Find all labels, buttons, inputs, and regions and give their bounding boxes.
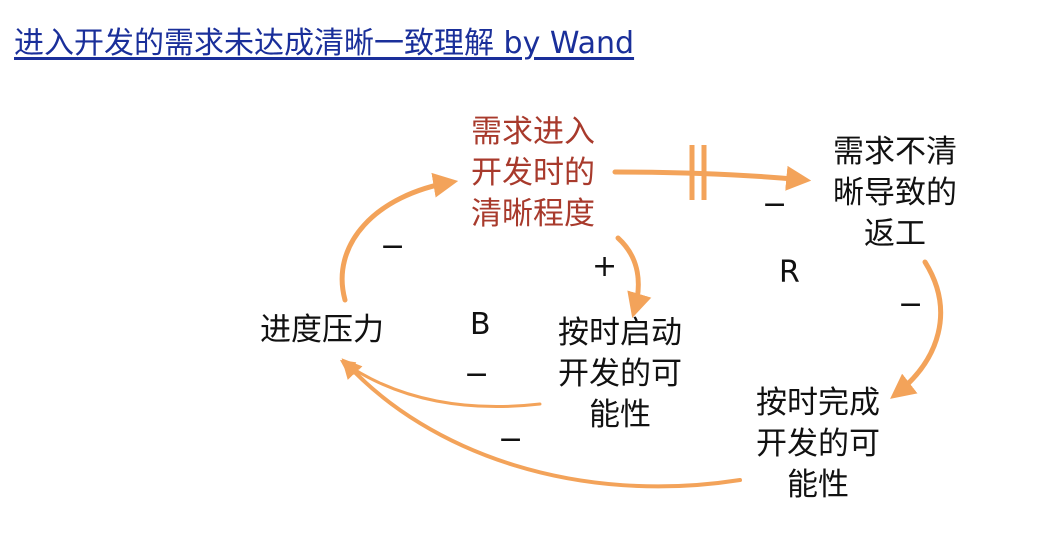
node-rework-line: 晰导致的 — [833, 174, 957, 211]
arrow-rework-to-finish — [890, 259, 943, 399]
node-pressure-line: 进度压力 — [260, 312, 384, 348]
node-start-line: 开发的可 — [558, 355, 682, 392]
arrow-clarity-to-rework — [612, 165, 812, 191]
node-finish-line: 能性 — [787, 466, 849, 503]
polarity-sign-clarity-rework: − — [762, 187, 788, 222]
polarity-sign-pressure-clarity: − — [380, 229, 406, 264]
polarity-sign-rework-finish: − — [898, 287, 924, 322]
loop-label-balancing: B — [470, 307, 491, 342]
node-clarity: 需求进入 开发时的 清晰程度 — [458, 112, 608, 235]
node-start-line: 按时启动 — [558, 315, 682, 351]
node-rework-line: 返工 — [864, 215, 926, 252]
page-title[interactable]: 进入开发的需求未达成清晰一致理解 by Wand — [14, 26, 635, 61]
polarity-sign-start-pressure: − — [464, 357, 490, 392]
arrow-clarity-to-start — [615, 235, 652, 318]
node-finish-line: 按时完成 — [756, 385, 880, 421]
polarity-sign-finish-pressure: − — [498, 422, 524, 457]
arrow-finish-to-pressure — [341, 358, 742, 489]
node-rework: 需求不清 晰导致的 返工 — [820, 132, 970, 255]
node-clarity-line: 需求进入 — [471, 114, 595, 150]
node-start-on-time: 按时启动 开发的可 能性 — [545, 313, 695, 436]
arrow-pressure-to-clarity — [339, 172, 459, 303]
node-start-line: 能性 — [589, 396, 651, 433]
node-clarity-line: 清晰程度 — [471, 195, 595, 232]
node-finish-line: 开发的可 — [756, 425, 880, 462]
polarity-sign-clarity-start: + — [592, 249, 618, 284]
node-pressure: 进度压力 — [252, 310, 392, 351]
node-rework-line: 需求不清 — [833, 134, 957, 170]
arrow-start-to-pressure — [339, 359, 542, 409]
loop-label-reinforcing: R — [779, 255, 800, 290]
node-finish-on-time: 按时完成 开发的可 能性 — [743, 383, 893, 506]
node-clarity-line: 开发时的 — [471, 154, 595, 191]
